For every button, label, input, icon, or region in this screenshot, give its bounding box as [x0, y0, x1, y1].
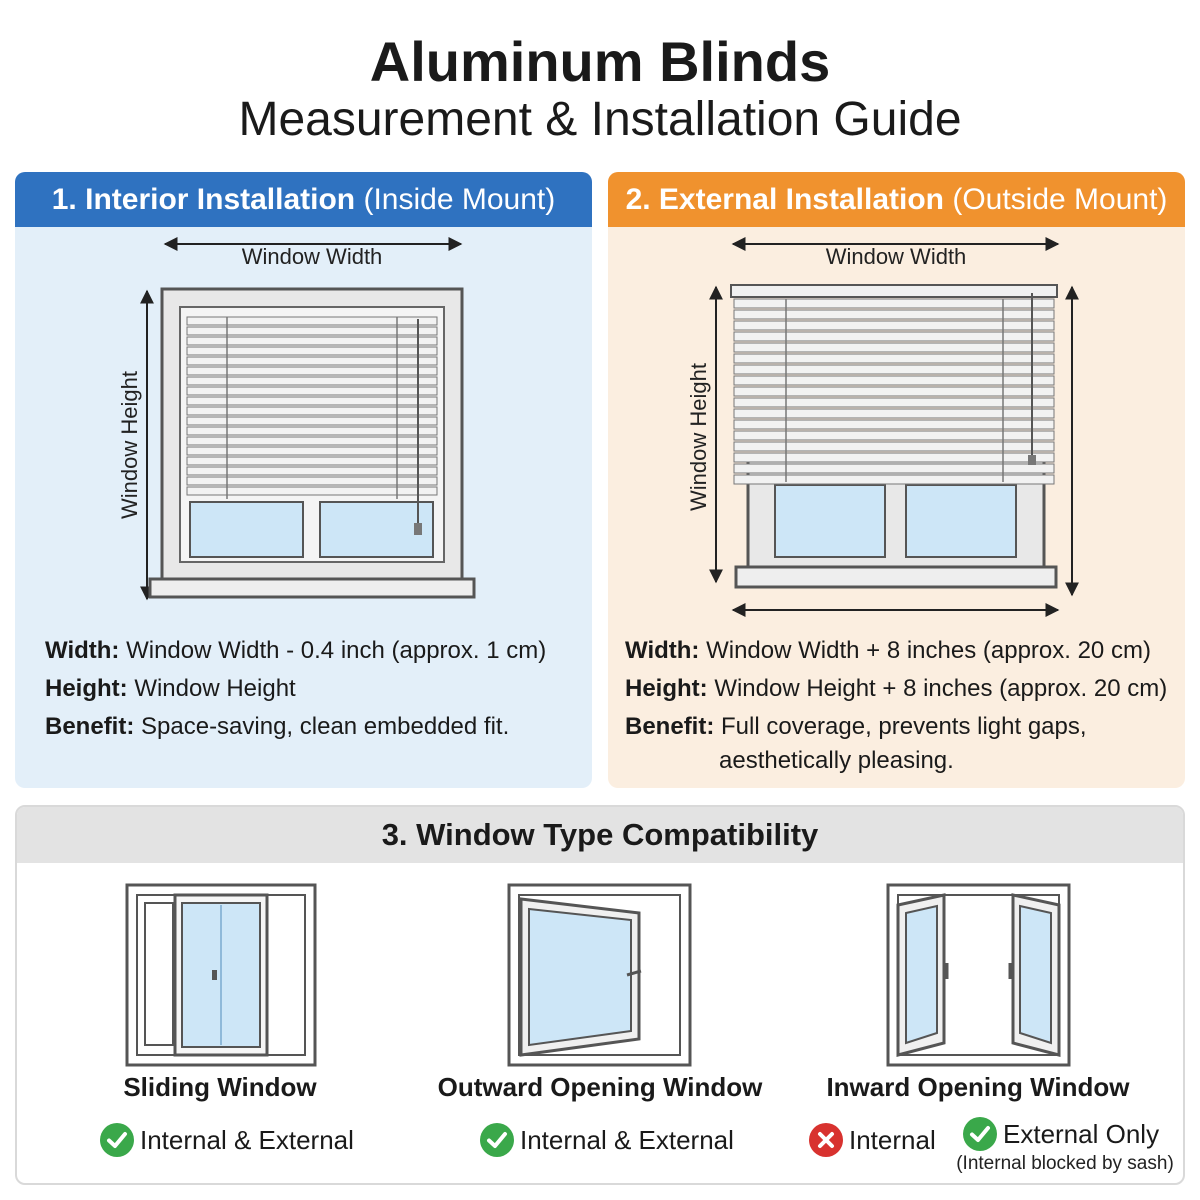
blind-slat — [733, 408, 1055, 419]
blind-slat — [186, 396, 438, 406]
sliding-compatibility: Internal & External — [100, 1122, 354, 1158]
blind-slat — [733, 397, 1055, 408]
blind-slat — [733, 375, 1055, 386]
blind-slat — [186, 476, 438, 486]
benefit-spec-label: Benefit: — [45, 713, 135, 740]
page-subtitle: Measurement & Installation Guide — [238, 93, 962, 146]
external-specs: Width: Window Width + 8 inches (approx. … — [625, 632, 1167, 776]
blind-slat — [733, 309, 1055, 320]
window-sill — [734, 565, 1058, 589]
blind-slat — [733, 430, 1055, 441]
compatibility-heading: 3. Window Type Compatibility — [17, 807, 1183, 863]
blind-slat — [186, 346, 438, 356]
blind-slat — [186, 326, 438, 336]
external-mount-diagram: Window Width Window Height — [686, 237, 1079, 617]
width-spec-value: Window Width + 8 inches (approx. 20 cm) — [699, 637, 1151, 664]
check-circle-icon — [963, 1117, 997, 1151]
outward-status-text: Internal & External — [520, 1124, 734, 1155]
inward-internal-text: Internal — [849, 1124, 936, 1155]
external-heading-bold: 2. External Installation — [625, 183, 944, 216]
blind-slat — [733, 364, 1055, 375]
benefit-spec-value: Full coverage, prevents light gaps, — [714, 713, 1087, 740]
interior-panel-heading: 1. Interior Installation (Inside Mount) — [15, 172, 592, 227]
blind-slat — [186, 406, 438, 416]
blind-slat — [186, 416, 438, 426]
check-circle-icon — [100, 1123, 134, 1157]
x-circle-icon — [809, 1123, 843, 1157]
blind-slat — [186, 316, 438, 326]
benefit-spec-value: Space-saving, clean embedded fit. — [134, 713, 510, 740]
interior-heading-mount: (Inside Mount) — [355, 183, 556, 216]
blind-slat — [733, 353, 1055, 364]
height-spec-value: Window Height — [127, 675, 296, 702]
benefit-spec-continuation: aesthetically pleasing. — [719, 747, 954, 774]
blind-slat — [186, 336, 438, 346]
blind-slat — [733, 441, 1055, 452]
blind-slat — [186, 366, 438, 376]
sliding-status-text: Internal & External — [140, 1124, 354, 1155]
width-spec-label: Width: — [45, 637, 120, 664]
blind-slat — [186, 456, 438, 466]
wand-handle — [1028, 455, 1036, 465]
blind-slat — [186, 376, 438, 386]
blind-slats — [186, 316, 438, 496]
window-width-label: Window Width — [242, 244, 383, 269]
page-title: Aluminum Blinds — [369, 30, 831, 93]
blind-slat — [186, 486, 438, 496]
blind-slat — [186, 356, 438, 366]
inward-window-illustration — [886, 883, 1071, 1067]
glass-pane-left — [189, 501, 304, 558]
inward-window-title: Inward Opening Window — [826, 1072, 1130, 1102]
external-installation-panel: 2. External Installation (Outside Mount)… — [608, 172, 1185, 788]
blind-slat — [733, 298, 1055, 309]
outward-window-title: Outward Opening Window — [437, 1072, 763, 1102]
check-circle-icon — [480, 1123, 514, 1157]
wand-handle — [414, 523, 422, 535]
external-heading-mount: (Outside Mount) — [944, 183, 1168, 216]
blind-slat — [186, 426, 438, 436]
glass-pane-left — [774, 484, 886, 558]
blind-slat — [733, 331, 1055, 342]
window-height-label: Window Height — [686, 363, 711, 511]
blind-slat — [186, 386, 438, 396]
blind-slats — [733, 298, 1055, 485]
width-spec-value: Window Width - 0.4 inch (approx. 1 cm) — [119, 637, 547, 664]
height-spec-label: Height: — [45, 675, 128, 702]
benefit-spec-label: Benefit: — [625, 713, 715, 740]
window-height-label: Window Height — [117, 371, 142, 519]
inward-blocked-note: (Internal blocked by sash) — [956, 1153, 1174, 1174]
window-width-label: Window Width — [826, 244, 967, 269]
blind-slat — [186, 466, 438, 476]
interior-specs: Width: Window Width - 0.4 inch (approx. … — [45, 632, 575, 746]
blind-slat — [186, 446, 438, 456]
sliding-window-title: Sliding Window — [123, 1072, 317, 1102]
outward-compatibility: Internal & External — [480, 1122, 734, 1158]
inward-internal-compatibility: Internal — [809, 1122, 936, 1158]
blind-slat — [733, 386, 1055, 397]
blind-slat — [186, 436, 438, 446]
window-sill — [148, 577, 476, 599]
interior-heading-bold: 1. Interior Installation — [51, 183, 356, 216]
blind-slat — [733, 474, 1055, 485]
inward-external-text: External Only — [1003, 1118, 1160, 1149]
height-spec-label: Height: — [625, 675, 708, 702]
blind-slat — [733, 320, 1055, 331]
external-panel-heading: 2. External Installation (Outside Mount) — [608, 172, 1185, 227]
sliding-window-illustration — [125, 883, 317, 1067]
inward-external-compatibility: External Only — [963, 1116, 1159, 1152]
interior-installation-panel: 1. Interior Installation (Inside Mount) … — [15, 172, 592, 788]
width-spec-label: Width: — [625, 637, 700, 664]
outward-window-illustration — [507, 883, 692, 1067]
blind-slat — [733, 452, 1055, 463]
interior-mount-diagram: Window Width Window Height — [117, 237, 476, 601]
blind-slat — [733, 463, 1055, 474]
headrail — [730, 284, 1058, 298]
blind-slat — [733, 342, 1055, 353]
glass-pane-right — [905, 484, 1017, 558]
height-spec-value: Window Height + 8 inches (approx. 20 cm) — [707, 675, 1168, 702]
blind-slat — [733, 419, 1055, 430]
